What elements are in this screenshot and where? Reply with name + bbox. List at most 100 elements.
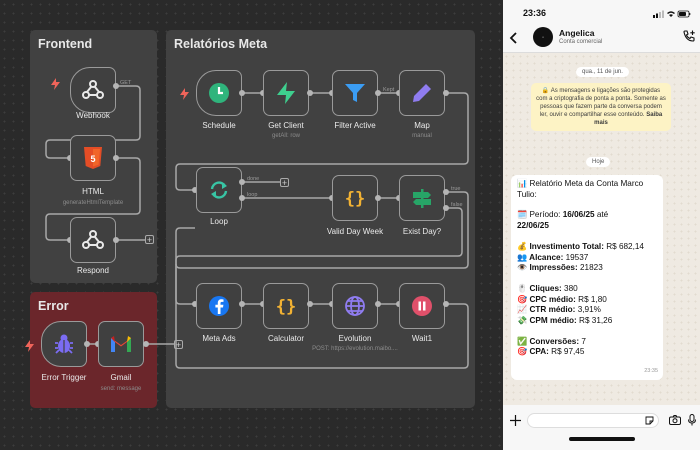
output-handle[interactable] [443, 301, 449, 307]
plus-icon[interactable] [510, 415, 521, 426]
output-handle[interactable] [307, 301, 313, 307]
html5-icon: 5 [84, 147, 102, 169]
input-handle[interactable] [192, 301, 198, 307]
message-title-cont: Tulio: [517, 189, 537, 199]
message-bubble[interactable]: 📊 Relatório Meta da Conta Marco Tulio: 🗓… [511, 175, 663, 380]
trigger-bolt-icon [25, 340, 34, 352]
input-handle[interactable] [192, 187, 198, 193]
node-label: HTML [82, 187, 104, 196]
trigger-bolt-icon [51, 78, 60, 90]
signpost-icon [413, 189, 431, 208]
status-icons [653, 10, 691, 18]
message-cpc: 🎯 CPC médio: R$ 1,80 [517, 294, 607, 304]
node-map[interactable] [399, 70, 445, 116]
date-separator: qua., 11 de jun. [576, 67, 629, 77]
status-bar: 23:36 [503, 0, 700, 24]
clock-icon [209, 83, 229, 103]
node-label: Meta Ads [202, 334, 236, 343]
sticker-icon[interactable] [645, 416, 654, 425]
message-conversions: ✅ Conversões: 7 [517, 336, 586, 346]
phone-whatsapp-chat: 23:36 ● Angelica Conta comercial qua., 1… [503, 0, 700, 450]
output-handle[interactable] [239, 90, 245, 96]
compose-bar [503, 405, 700, 450]
pause-icon [412, 296, 432, 316]
node-label: Schedule [202, 121, 236, 130]
node-html[interactable]: 5 [70, 135, 116, 181]
output-handle[interactable] [375, 90, 381, 96]
message-input[interactable] [527, 413, 659, 428]
contact-subtitle: Conta comercial [559, 39, 603, 45]
group-title: Frontend [38, 37, 93, 51]
node-valid-day-week[interactable]: {} [332, 175, 378, 221]
encryption-learn-more-link[interactable]: Saiba mais [594, 112, 663, 126]
bug-icon [55, 334, 73, 354]
gmail-icon [111, 336, 131, 352]
node-webhook[interactable] [70, 67, 116, 113]
node-label: Calculator [267, 334, 304, 343]
node-meta-ads[interactable] [196, 283, 242, 329]
node-error-trigger[interactable] [41, 321, 87, 367]
output-handle[interactable] [143, 341, 149, 347]
output-handle-false[interactable] [443, 205, 449, 211]
node-schedule[interactable] [196, 70, 242, 116]
output-handle[interactable] [375, 195, 381, 201]
supabase-icon [277, 82, 295, 104]
output-handle[interactable] [113, 237, 119, 243]
avatar[interactable]: ● [533, 27, 553, 47]
output-handle[interactable] [307, 90, 313, 96]
output-handle[interactable] [239, 301, 245, 307]
node-label: Valid Day Week [326, 227, 384, 236]
group-title: Relatórios Meta [174, 37, 268, 51]
node-subtitle: generateHtmlTemplate [62, 200, 124, 206]
output-handle[interactable] [113, 83, 119, 89]
output-handle[interactable] [84, 341, 90, 347]
node-wait1[interactable] [399, 283, 445, 329]
back-arrow-icon[interactable] [509, 32, 517, 44]
message-ctr: 📈 CTR médio: 3,91% [517, 305, 601, 315]
home-indicator [569, 437, 635, 441]
node-respond[interactable] [70, 217, 116, 263]
encryption-notice[interactable]: 🔒 As mensagens e ligações são protegidas… [531, 83, 671, 131]
globe-icon [345, 296, 365, 316]
node-loop[interactable] [196, 167, 242, 213]
output-handle[interactable] [113, 155, 119, 161]
node-gmail[interactable] [98, 321, 144, 367]
output-handle[interactable] [443, 90, 449, 96]
node-get-client[interactable] [263, 70, 309, 116]
message-period-end: 22/06/25 [517, 221, 549, 231]
svg-text:{}: {} [276, 297, 296, 317]
contact-name[interactable]: Angelica [559, 28, 595, 38]
code-icon: {} [276, 297, 296, 317]
webhook-icon [82, 80, 104, 99]
output-handle[interactable] [375, 301, 381, 307]
loop-icon [210, 181, 228, 199]
add-node-button[interactable]: + [174, 340, 183, 350]
camera-icon[interactable] [669, 415, 681, 425]
group-title: Error [38, 299, 69, 313]
node-exist-day[interactable] [399, 175, 445, 221]
node-filter-active[interactable] [332, 70, 378, 116]
workflow-canvas[interactable]: Frontend Relatórios Meta Error [0, 0, 503, 450]
edge-label-false: false [451, 202, 463, 208]
node-label: Map [414, 121, 430, 130]
message-time: 23:35 [644, 368, 658, 375]
filter-icon [345, 84, 365, 102]
add-node-button[interactable]: + [145, 235, 154, 245]
node-label: Get Client [268, 121, 304, 130]
output-handle-loop[interactable] [239, 195, 245, 201]
microphone-icon[interactable] [688, 414, 696, 426]
date-separator-today: Hoje [586, 157, 611, 167]
edge-label-kept: Kept [383, 87, 395, 93]
edge-label-done: done [247, 176, 260, 182]
output-handle-true[interactable] [443, 189, 449, 195]
node-subtitle: send: message [100, 386, 142, 392]
add-call-icon[interactable] [682, 30, 696, 43]
chat-header: ● Angelica Conta comercial [503, 24, 700, 53]
node-evolution[interactable] [332, 283, 378, 329]
node-label: Webhook [76, 111, 110, 120]
node-calculator[interactable]: {} [263, 283, 309, 329]
edge-label-get: GET [120, 80, 132, 86]
add-node-button[interactable]: + [280, 178, 289, 188]
pencil-icon [413, 84, 431, 102]
output-handle-done[interactable] [239, 179, 245, 185]
